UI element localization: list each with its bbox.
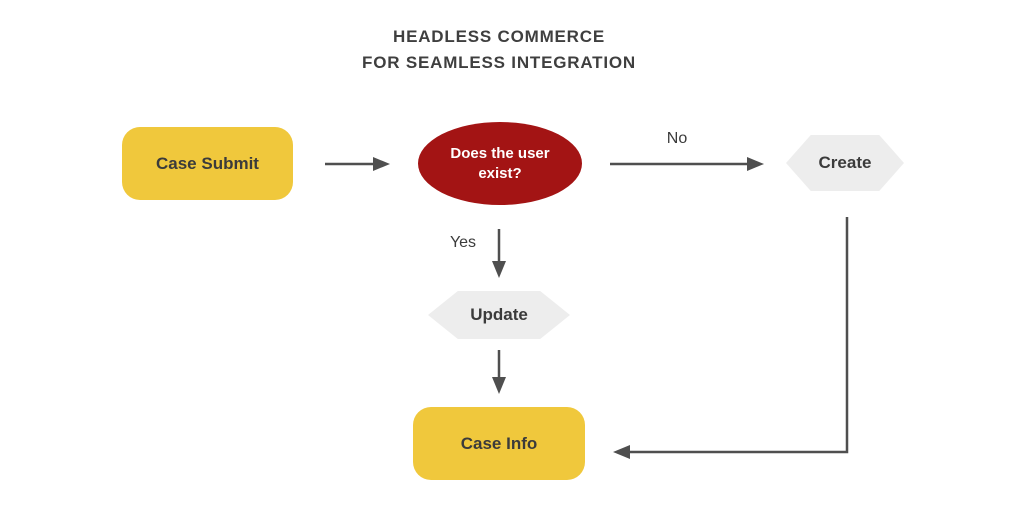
node-user-exists-decision[interactable]: Does the user exist? (418, 122, 582, 205)
page-title-line2: FOR SEAMLESS INTEGRATION (362, 53, 636, 72)
edge-label-no: No (666, 130, 688, 147)
edge-label-yes: Yes (449, 234, 477, 251)
arrow-create-to-case-info (613, 217, 849, 459)
node-case-info-label: Case Info (460, 433, 538, 453)
node-case-submit[interactable]: Case Submit (122, 127, 293, 200)
arrow-user-exists-to-update (492, 229, 506, 278)
page-title-line1: HEADLESS COMMERCE (393, 27, 605, 46)
node-user-exists-label: Does the user exist? (450, 144, 550, 182)
node-update-label: Update (470, 305, 528, 324)
node-create[interactable]: Create (786, 135, 904, 191)
page-title: HEADLESS COMMERCE FOR SEAMLESS INTEGRATI… (0, 24, 998, 76)
arrow-case-submit-to-user-exists (325, 157, 390, 171)
node-case-info[interactable]: Case Info (413, 407, 585, 480)
arrow-update-to-case-info (492, 350, 506, 394)
arrow-user-exists-to-create (610, 157, 764, 171)
node-create-label: Create (818, 153, 872, 172)
node-case-submit-label: Case Submit (156, 153, 259, 173)
node-update[interactable]: Update (428, 291, 570, 339)
